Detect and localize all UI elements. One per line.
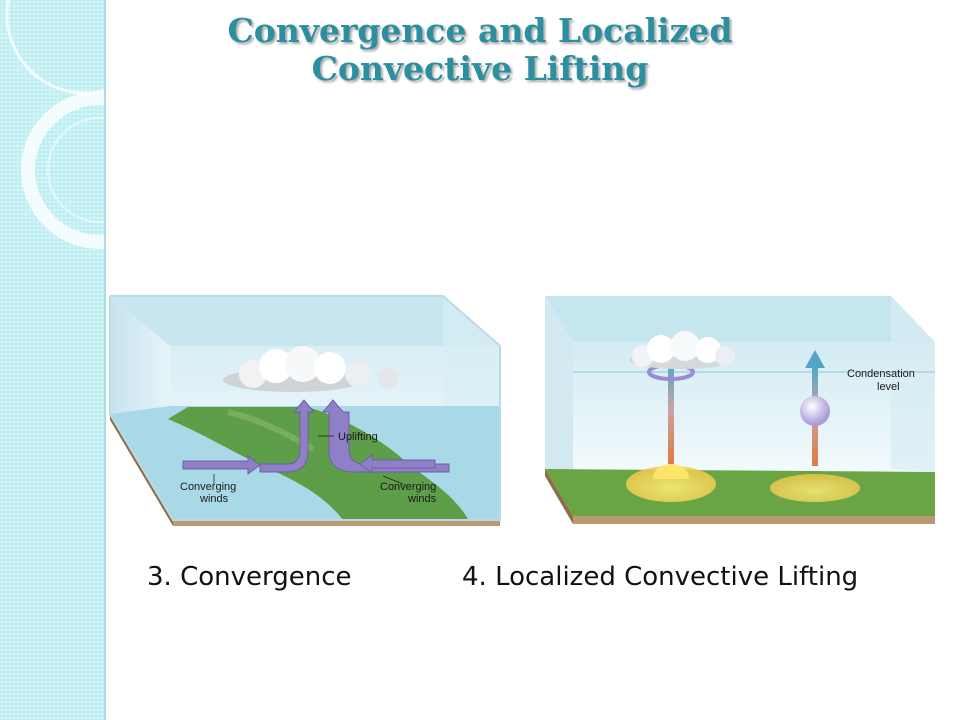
- wind-arrow-right: [359, 454, 436, 474]
- rising-arrow-right-head: [805, 350, 825, 368]
- slide-title-line-2: Convective Lifting: [311, 49, 649, 88]
- converging-winds-arrows: [182, 399, 450, 475]
- label-converging-right-2: winds: [407, 493, 437, 505]
- label-condensation-2: level: [877, 381, 900, 393]
- label-converging-left-1: Converging: [180, 481, 236, 493]
- box-left-panel: [545, 296, 573, 472]
- air-parcel: [800, 396, 830, 426]
- soil-front: [173, 520, 500, 526]
- box-right-panel: [891, 296, 935, 472]
- caption-convergence: 3. Convergence: [147, 562, 352, 592]
- cloud: [629, 331, 735, 369]
- label-converging-left-2: winds: [199, 493, 229, 505]
- right-wind-leader: [382, 475, 404, 485]
- box-edges: [109, 295, 501, 521]
- box-top-panel: [545, 296, 935, 342]
- soil-side: [545, 469, 573, 524]
- uplift-arrow-right: [321, 399, 450, 473]
- label-converging-right-1: Converging: [380, 481, 436, 493]
- ground-surface: [545, 469, 935, 516]
- warm-bubble-left: [653, 464, 689, 479]
- warm-air-zone-left: [626, 466, 716, 502]
- box-back-panel: [573, 342, 935, 472]
- rising-arrow-left: [668, 362, 674, 464]
- box-top-panel: [110, 296, 500, 346]
- cloud: [223, 346, 399, 392]
- convective-lifting-diagram: Condensation level: [545, 296, 935, 524]
- wind-arrow-left: [182, 455, 261, 475]
- decorative-circles: [5, 0, 106, 249]
- caption-convective-lifting: 4. Localized Convective Lifting: [462, 562, 859, 592]
- decorative-side-band: [0, 0, 106, 720]
- uplift-arrow-left: [259, 399, 316, 473]
- label-uplifting: Uplifting: [338, 431, 378, 443]
- slide-title-line-1: Convergence and Localized: [227, 11, 733, 50]
- slide-title: Convergence and Localized Convective Lif…: [150, 12, 810, 88]
- side-band-edge: [104, 0, 106, 720]
- soil-front: [573, 516, 935, 524]
- warm-air-zone-right: [770, 474, 860, 502]
- convergence-diagram: Uplifting Converging winds Converging wi…: [109, 295, 501, 526]
- label-condensation-1: Condensation: [847, 368, 915, 380]
- landmass: [168, 407, 468, 520]
